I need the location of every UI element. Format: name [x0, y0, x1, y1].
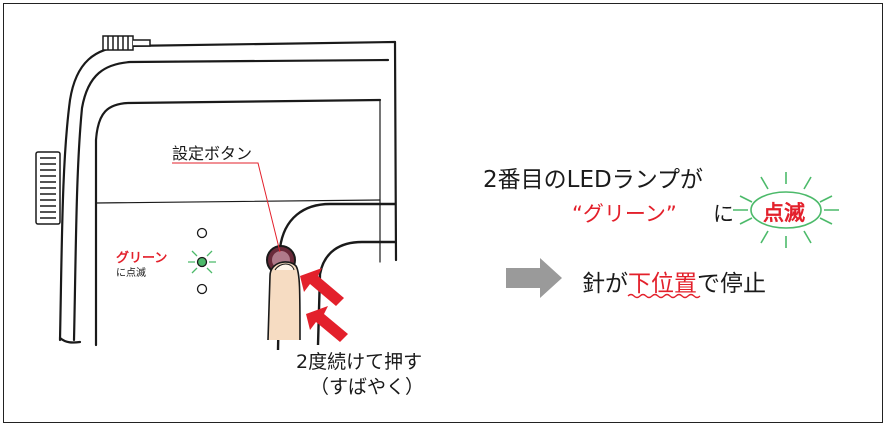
- second-lamp-text: 2番目のLEDランプが: [483, 167, 703, 193]
- wavy-underline: [627, 293, 701, 299]
- red-press-arrow-icon: [300, 268, 348, 342]
- needle-text-b: 下位置: [628, 271, 697, 297]
- right-arrow-icon: [506, 258, 562, 298]
- side-dial-icon: [35, 151, 61, 225]
- leader-line: [172, 162, 281, 253]
- setting-button-label: 設定ボタン: [172, 144, 253, 163]
- led-indicator-icon: [188, 227, 216, 295]
- needle-text-c: で停止: [697, 271, 766, 297]
- green-quoted-text: “グリーン”: [572, 202, 677, 226]
- needle-text-a: 針が: [582, 271, 628, 297]
- needle-stop-text: 針が 下位置 で停止: [582, 264, 766, 298]
- diagram-frame: [3, 3, 883, 423]
- top-knob-icon: [102, 35, 151, 51]
- press-instruction-note: （すばやく）: [310, 376, 425, 398]
- press-instruction: 2度続けて押す: [296, 351, 423, 373]
- led-green-label: グリーン: [116, 251, 168, 266]
- blink-burst-icon: [733, 172, 839, 248]
- blink-text: 点滅: [763, 201, 805, 225]
- device-body: [58, 40, 398, 347]
- finger-illustration: [267, 261, 301, 341]
- led-blink-label: に点滅: [116, 268, 146, 279]
- particle-ni: に: [713, 202, 734, 226]
